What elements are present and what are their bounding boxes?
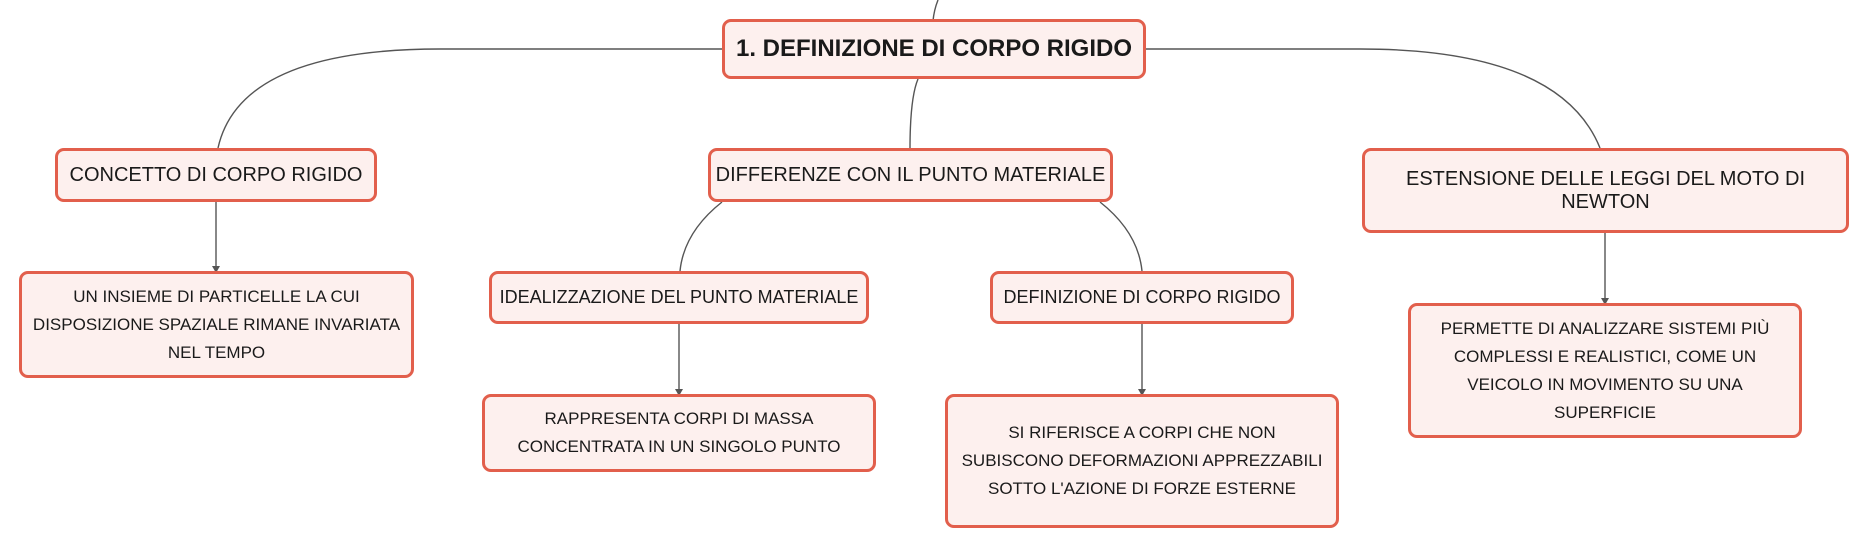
node-definizione[interactable]: DEFINIZIONE DI CORPO RIGIDO bbox=[990, 271, 1294, 324]
root-node-label: 1. DEFINIZIONE DI CORPO RIGIDO bbox=[735, 35, 1133, 62]
node-definizione-label: DEFINIZIONE DI CORPO RIGIDO bbox=[1003, 287, 1281, 307]
node-estensione-detail-text: PERMETTE DI ANALIZZARE SISTEMI PIÙ COMPL… bbox=[1440, 318, 1770, 422]
node-idealizzazione-label: IDEALIZZAZIONE DEL PUNTO MATERIALE bbox=[499, 287, 859, 307]
node-concetto-label: CONCETTO DI CORPO RIGIDO bbox=[69, 163, 363, 186]
connector-differenze-definizione bbox=[1099, 201, 1143, 272]
node-concetto-detail-text: UN INSIEME DI PARTICELLE LA CUI DISPOSIZ… bbox=[32, 286, 401, 362]
connector-root-concetto bbox=[217, 48, 724, 149]
node-differenze[interactable]: DIFFERENZE CON IL PUNTO MATERIALE bbox=[708, 148, 1113, 202]
node-definizione-detail-text: SI RIFERISCE A CORPI CHE NON SUBISCONO D… bbox=[961, 423, 1323, 498]
arrowhead-estensione-detail bbox=[1601, 298, 1609, 305]
connector-root-differenze bbox=[909, 78, 919, 150]
arrowhead-idealizzazione-detail bbox=[675, 389, 683, 396]
connector-differenze-idealizzazione bbox=[679, 201, 723, 272]
root-node[interactable]: 1. DEFINIZIONE DI CORPO RIGIDO bbox=[722, 19, 1146, 79]
node-idealizzazione[interactable]: IDEALIZZAZIONE DEL PUNTO MATERIALE bbox=[489, 271, 869, 324]
arrowhead-concetto-detail bbox=[212, 266, 220, 273]
node-estensione-label: ESTENSIONE DELLE LEGGI DEL MOTO DI NEWTO… bbox=[1406, 167, 1805, 213]
connector-root-estensione bbox=[1146, 48, 1601, 149]
node-differenze-label: DIFFERENZE CON IL PUNTO MATERIALE bbox=[715, 163, 1106, 186]
node-idealizzazione-detail[interactable]: RAPPRESENTA CORPI DI MASSA CONCENTRATA I… bbox=[482, 394, 876, 472]
connector-root-parent bbox=[932, 0, 939, 22]
node-concetto[interactable]: CONCETTO DI CORPO RIGIDO bbox=[55, 148, 377, 202]
node-concetto-detail[interactable]: UN INSIEME DI PARTICELLE LA CUI DISPOSIZ… bbox=[19, 271, 414, 378]
node-estensione-detail[interactable]: PERMETTE DI ANALIZZARE SISTEMI PIÙ COMPL… bbox=[1408, 303, 1802, 438]
arrowhead-definizione-detail bbox=[1138, 389, 1146, 396]
node-idealizzazione-detail-text: RAPPRESENTA CORPI DI MASSA CONCENTRATA I… bbox=[517, 409, 841, 456]
node-definizione-detail[interactable]: SI RIFERISCE A CORPI CHE NON SUBISCONO D… bbox=[945, 394, 1339, 528]
node-estensione[interactable]: ESTENSIONE DELLE LEGGI DEL MOTO DI NEWTO… bbox=[1362, 148, 1849, 233]
